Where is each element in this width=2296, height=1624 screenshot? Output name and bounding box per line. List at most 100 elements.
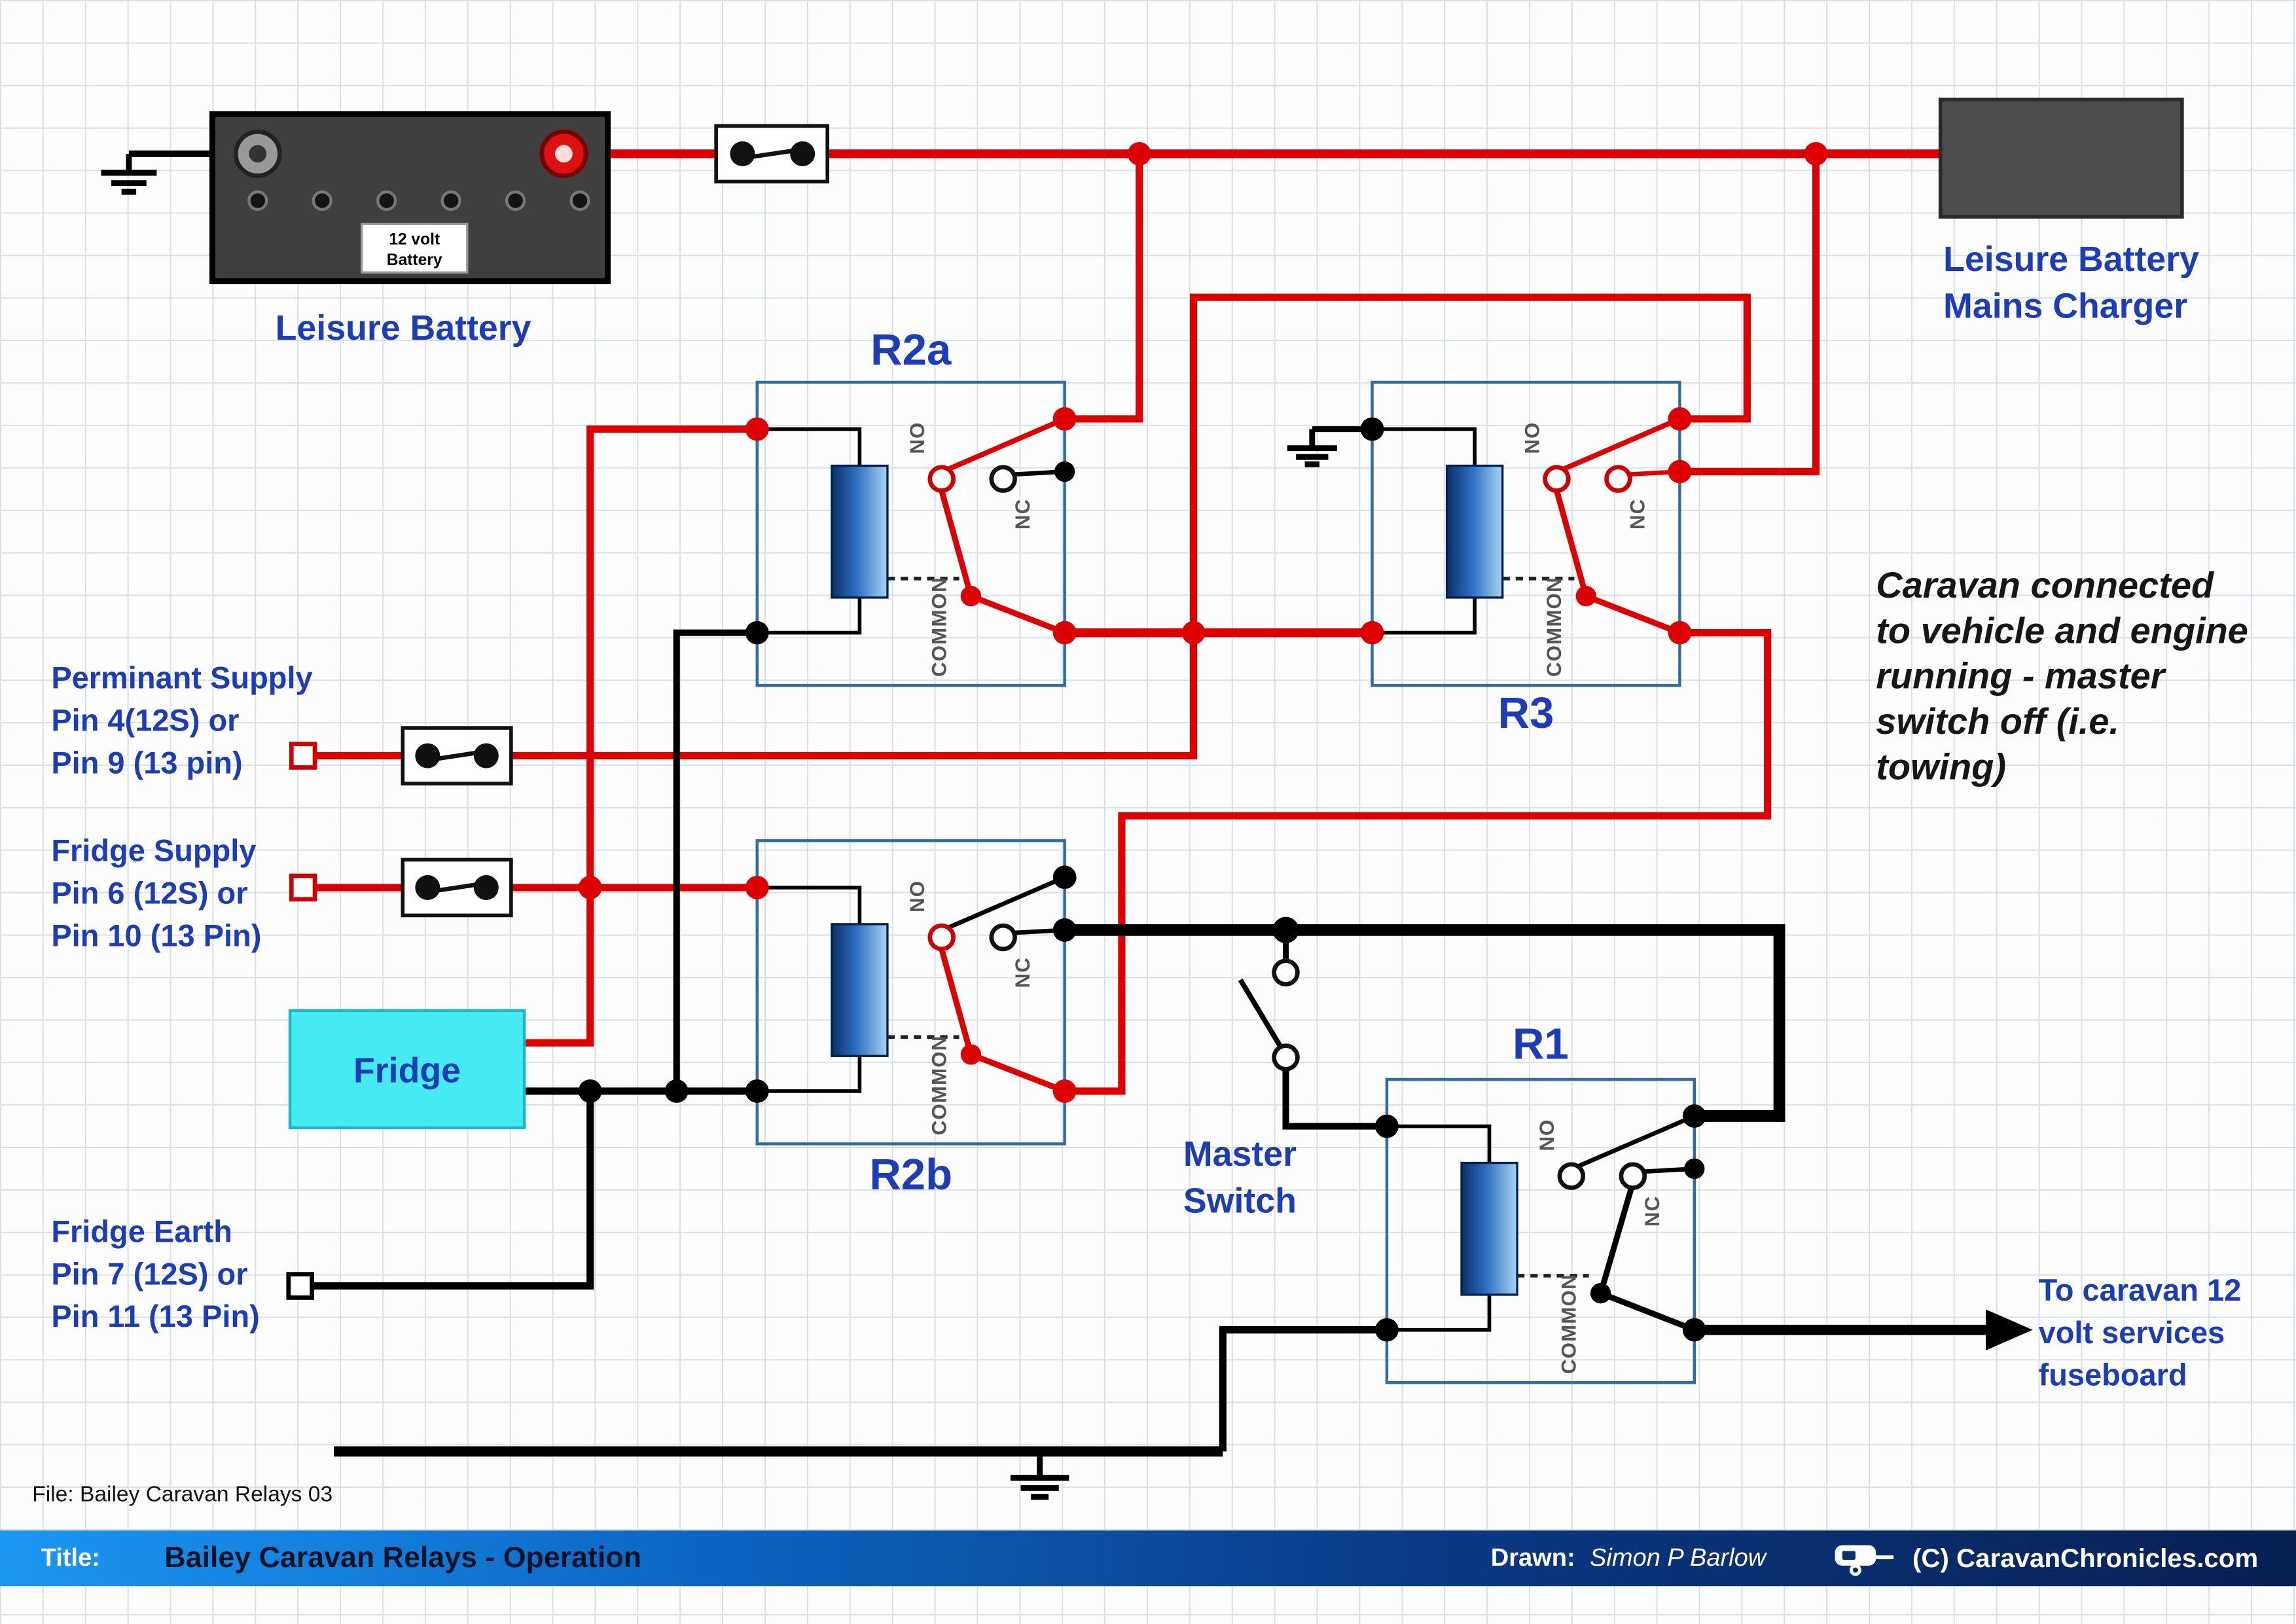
fridge-earth-line3: Pin 11 (13 Pin) — [51, 1299, 259, 1333]
label-nc: NC — [1641, 1196, 1664, 1227]
junction-dot — [664, 1079, 689, 1103]
junction-dot — [745, 417, 769, 441]
contact-nc — [989, 465, 1017, 493]
junction-dot — [1127, 142, 1151, 166]
switch-contact-bottom — [1272, 1043, 1300, 1072]
label-common: COMMON — [927, 1036, 950, 1136]
fridge-label: Fridge — [353, 1051, 461, 1091]
caravan-icon — [1835, 1545, 1893, 1576]
mains-charger — [1938, 98, 2184, 219]
junction-dot — [1360, 621, 1384, 645]
red-wires — [315, 149, 1941, 1095]
charger-label-line1: Leisure Battery — [1943, 240, 2199, 279]
relay-coil — [1445, 464, 1504, 599]
relay-r1-title: R1 — [1513, 1020, 1569, 1069]
terminal-fridge-earth — [286, 1272, 314, 1300]
wire-fridge-circuit-bus — [1064, 924, 1785, 1122]
junction-dot — [1668, 407, 1692, 431]
junction-dot — [1682, 1104, 1706, 1128]
permanent-supply-line1: Perminant Supply — [51, 660, 312, 695]
junction-dot — [1181, 621, 1206, 645]
annotation-line4: switch off (i.e. — [1876, 700, 2119, 742]
drawing-title: Bailey Caravan Relays - Operation — [164, 1541, 642, 1574]
battery-cell-caps — [247, 190, 590, 211]
relay-r2a: NO NC COMMON — [755, 380, 1066, 687]
charger-label-line2: Mains Charger — [1943, 287, 2187, 326]
wire-r1-coil-return — [1219, 1326, 1387, 1452]
label-common: COMMON — [1558, 1274, 1581, 1374]
contact-nc — [1619, 1162, 1647, 1190]
junction-dot — [1052, 1079, 1077, 1103]
fuse-permanent-supply — [401, 726, 513, 785]
author-name: Simon P Barlow — [1590, 1543, 1767, 1572]
title-bar: Title: Bailey Caravan Relays - Operation… — [0, 1530, 2296, 1587]
label-no: NO — [906, 422, 929, 454]
wire-fridge-earth — [312, 1091, 594, 1290]
relay-r1: NO NC COMMON — [1385, 1077, 1696, 1384]
wire-permanent-supply — [315, 293, 1751, 760]
relay-r2b-title: R2b — [869, 1150, 952, 1199]
contact-nc — [989, 923, 1017, 952]
junction-dot — [1684, 1158, 1705, 1180]
battery-plate-line2: Battery — [387, 251, 442, 269]
relay-lever — [939, 490, 974, 597]
wire-r2a-coil-return — [673, 629, 757, 1091]
battery-label: Leisure Battery — [276, 308, 531, 348]
ground-r3 — [1287, 429, 1337, 467]
junction-dot — [1590, 1283, 1611, 1304]
contact-no — [927, 923, 956, 952]
file-note: File: Bailey Caravan Relays 03 — [32, 1482, 333, 1507]
master-switch-line1: Master — [1183, 1134, 1297, 1174]
junction-dot — [1375, 1114, 1399, 1138]
wire-master-switch-bottom — [1282, 1069, 1387, 1130]
relay-lever — [1598, 1187, 1634, 1294]
relay-coil — [831, 923, 889, 1057]
relay-r2a-title: R2a — [870, 325, 952, 374]
relay-r2b: NO NC COMMON — [755, 839, 1066, 1146]
junction-dot — [1052, 407, 1077, 431]
master-switch-line2: Switch — [1183, 1182, 1297, 1221]
annotation-line1: Caravan connected — [1876, 564, 2215, 605]
black-wires — [128, 150, 1989, 1457]
junction-dot — [1375, 1318, 1399, 1342]
label-common: COMMON — [1543, 577, 1566, 677]
title-label: Title: — [41, 1543, 100, 1572]
fridge-earth-line1: Fridge Earth — [51, 1214, 232, 1248]
copyright-text: (C) CaravanChronicles.com — [1912, 1543, 2259, 1572]
terminal-fridge-supply — [289, 873, 317, 902]
output-label-line2: volt services — [2039, 1315, 2225, 1350]
output-label-line3: fuseboard — [2039, 1358, 2187, 1392]
output-label-line1: To caravan 12 — [2039, 1272, 2242, 1307]
permanent-supply-line3: Pin 9 (13 pin) — [51, 745, 242, 780]
annotation-line2: to vehicle and engine — [1876, 609, 2248, 651]
permanent-supply-line2: Pin 4(12S) or — [51, 703, 239, 738]
label-nc: NC — [1626, 499, 1649, 530]
relay-r3: NO NC COMMON — [1371, 380, 1681, 687]
label-nc: NC — [1011, 957, 1034, 988]
fuse-fridge-supply — [401, 857, 513, 918]
label-nc: NC — [1011, 499, 1034, 530]
master-switch — [1238, 958, 1300, 1072]
junction-dot — [1052, 865, 1077, 890]
junction-dot — [745, 621, 769, 645]
junction-dot — [1804, 142, 1828, 166]
relay-coil — [1460, 1161, 1518, 1296]
ground-battery — [101, 153, 157, 195]
contact-no — [927, 465, 956, 493]
junction-dot — [1682, 1318, 1706, 1342]
battery-name-plate — [360, 223, 469, 274]
wire-bus-tap-r3nc — [1679, 153, 1820, 476]
contact-nc — [1604, 465, 1632, 493]
red-junction-dots — [578, 142, 1828, 1103]
label-common: COMMON — [927, 577, 950, 677]
switch-lever — [1238, 978, 1282, 1047]
junction-dot — [1360, 417, 1384, 441]
annotation-line5: towing) — [1876, 746, 2006, 787]
label-no: NO — [1535, 1119, 1558, 1151]
junction-dot — [745, 876, 769, 899]
battery-plate-line1: 12 volt — [389, 231, 440, 249]
junction-dot — [578, 876, 602, 899]
switch-contact-top — [1272, 958, 1300, 986]
